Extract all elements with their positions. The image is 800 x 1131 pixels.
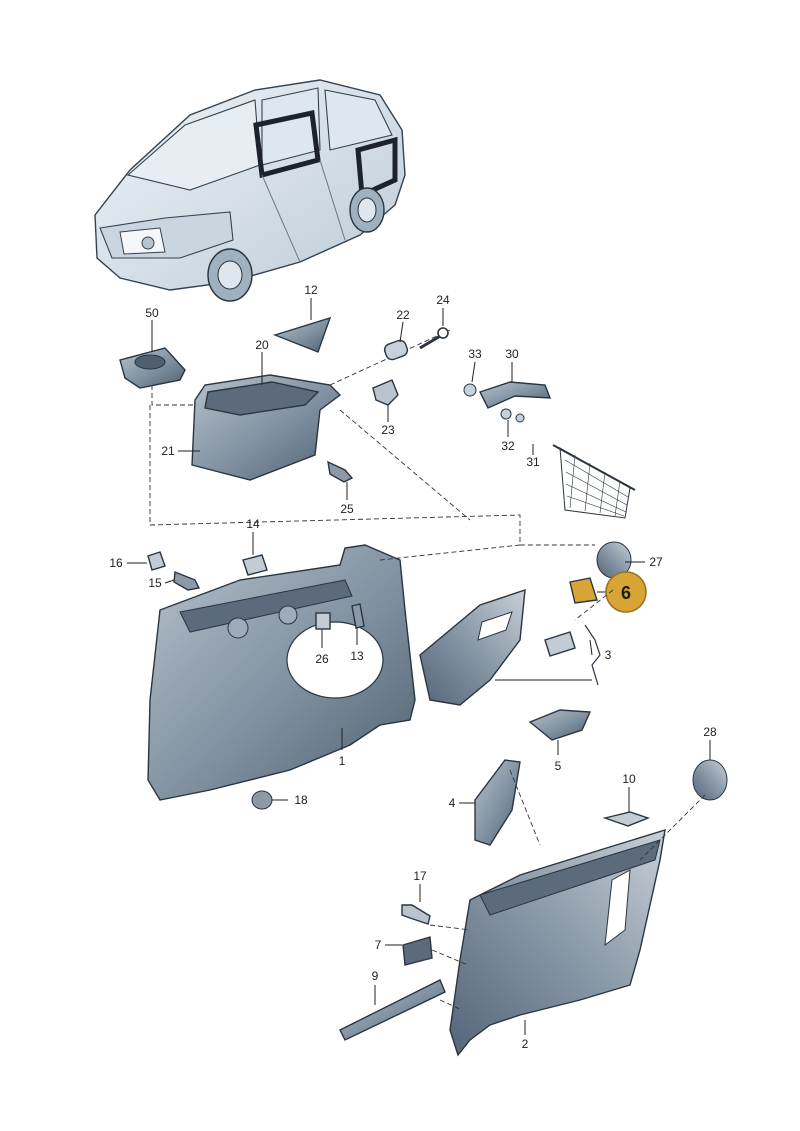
callout-17: 17	[413, 869, 427, 883]
part-23-clip	[372, 379, 399, 422]
part-2-rear-panel	[449, 828, 666, 1057]
part-18-clip	[251, 790, 288, 810]
callout-6: 6	[621, 583, 631, 603]
part-3-trim	[419, 588, 601, 706]
callout-25: 25	[340, 502, 354, 516]
part-17-bolt	[401, 884, 431, 925]
callout-7: 7	[375, 938, 382, 952]
part-5-insert	[528, 709, 592, 755]
callout-1: 1	[339, 754, 346, 768]
callout-23: 23	[381, 423, 395, 437]
highlight-badge	[605, 571, 647, 613]
callout-13: 13	[350, 649, 364, 663]
callout-33: 33	[468, 347, 482, 361]
callout-3: 3	[605, 648, 612, 662]
callout-32: 32	[501, 439, 515, 453]
part-31-net	[552, 444, 636, 519]
callout-22: 22	[396, 308, 410, 322]
part-12-cover	[272, 298, 332, 353]
callout-15: 15	[148, 576, 162, 590]
callout-20: 20	[255, 338, 269, 352]
callout-16: 16	[109, 556, 123, 570]
part-22-plug	[383, 321, 409, 361]
part-16-nut	[127, 551, 166, 571]
callout-31: 31	[526, 455, 540, 469]
callout-30: 30	[505, 347, 519, 361]
callout-14: 14	[246, 517, 260, 531]
part-13-screw	[351, 603, 365, 645]
van-illustration	[94, 79, 406, 302]
callout-21: 21	[161, 444, 175, 458]
callout-24: 24	[436, 293, 450, 307]
part-9-strip	[339, 979, 446, 1041]
part-25-screw	[327, 460, 354, 500]
callout-12: 12	[304, 283, 318, 297]
callout-9: 9	[372, 969, 379, 983]
callout-5: 5	[555, 759, 562, 773]
part-26-nut	[315, 612, 331, 648]
part-4-trim	[459, 759, 521, 846]
callout-4: 4	[449, 796, 456, 810]
part-14-clip	[242, 532, 268, 576]
callout-26: 26	[315, 652, 329, 666]
part-50-cup-holder	[119, 320, 186, 389]
part-30-rail	[463, 361, 552, 455]
part-24-eye-bolt	[419, 308, 449, 350]
part-10-cap	[602, 787, 651, 827]
callout-27: 27	[649, 555, 663, 569]
part-28-cover	[692, 740, 728, 801]
callout-28: 28	[703, 725, 717, 739]
part-7-grille	[385, 936, 433, 966]
callout-18: 18	[294, 793, 308, 807]
part-15-screw	[164, 571, 201, 591]
callout-10: 10	[622, 772, 636, 786]
part-6-highlight	[569, 571, 647, 613]
part-1-side-panel	[147, 544, 416, 801]
part-21-storage-bin	[178, 352, 342, 481]
callout-50: 50	[145, 306, 159, 320]
callout-2: 2	[522, 1037, 529, 1051]
